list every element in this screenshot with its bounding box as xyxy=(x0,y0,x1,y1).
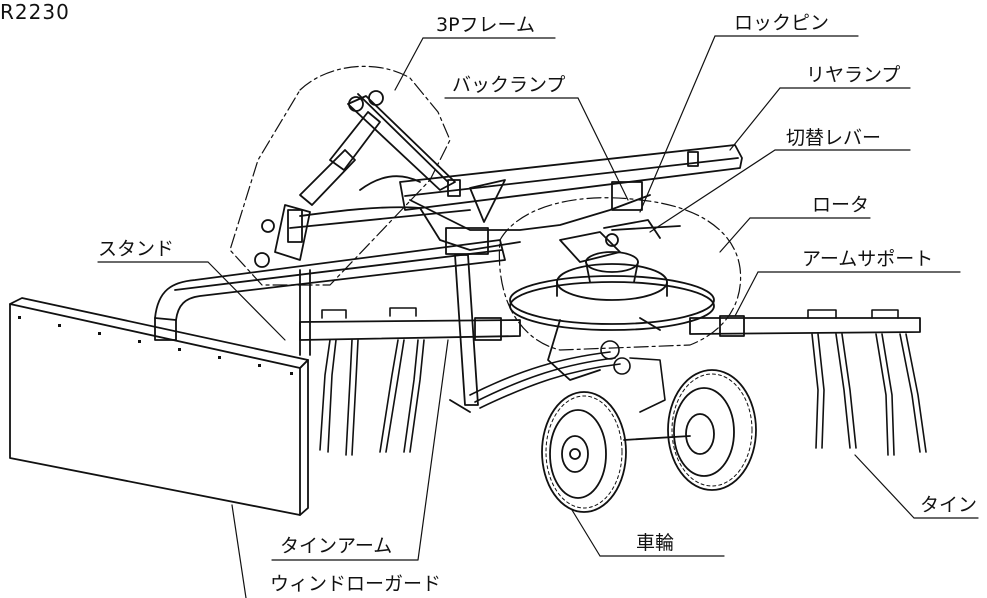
leader-stand xyxy=(97,261,286,341)
label-wheel: 車輪 xyxy=(636,532,675,554)
leader-tinearm xyxy=(271,339,449,561)
tine-arm-beam xyxy=(299,315,921,341)
grouping-outlines xyxy=(229,65,742,351)
label-windrow-guard: ウィンドローガード xyxy=(270,573,442,595)
wheels xyxy=(541,369,757,513)
leader-windrowguard xyxy=(231,504,247,598)
windrow-guard xyxy=(9,297,309,516)
rotor xyxy=(509,219,715,381)
right-tines xyxy=(807,309,927,456)
rotor-outline xyxy=(498,197,742,351)
leader-rearlamp xyxy=(729,87,911,151)
label-rear-lamp: リヤランプ xyxy=(806,64,901,86)
leader-switchlever xyxy=(649,149,911,233)
label-stand: スタンド xyxy=(98,238,175,260)
label-back-lamp: バックランプ xyxy=(452,74,566,96)
label-rotor: ロータ xyxy=(812,194,870,216)
leader-wheel xyxy=(571,509,725,557)
rear-beam xyxy=(399,144,743,251)
leader-lines xyxy=(97,35,979,598)
leader-lockpin xyxy=(639,35,859,213)
hydraulic-lines xyxy=(469,340,666,413)
guard-rivets xyxy=(18,316,293,375)
label-arm-support: アームサポート xyxy=(802,248,934,270)
leader-rotor xyxy=(719,217,871,253)
label-switch-lever: 切替レバー xyxy=(786,127,882,149)
leader-armsupport xyxy=(734,271,961,317)
label-3p-frame: 3Pフレーム xyxy=(436,14,535,36)
label-tine-arm: タインアーム xyxy=(280,535,393,557)
frame-3p-outline xyxy=(229,65,451,286)
label-tine: タイン xyxy=(920,494,978,516)
leader-tine xyxy=(854,454,979,519)
left-tines xyxy=(319,307,425,456)
label-lock-pin: ロックピン xyxy=(734,12,830,34)
model-number: R2230 xyxy=(0,0,70,24)
leader-3p xyxy=(394,37,556,91)
leader-backlamp xyxy=(444,97,629,201)
tire-treads xyxy=(545,373,753,509)
